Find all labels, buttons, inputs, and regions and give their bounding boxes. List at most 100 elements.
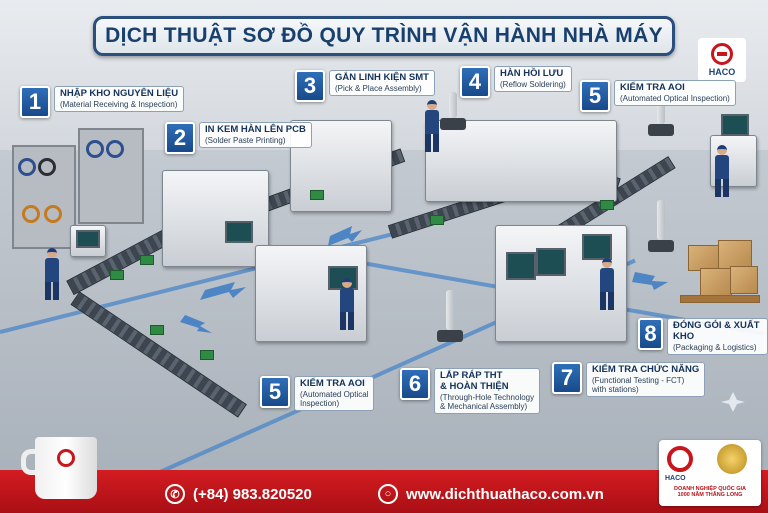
step-number: 6 xyxy=(400,368,430,400)
pcb-board xyxy=(200,350,214,360)
step-title: KIỂM TRA AOI xyxy=(620,82,685,93)
pcb-board xyxy=(110,270,124,280)
step-subtitle: (Pick & Place Assembly) xyxy=(335,83,422,93)
step-title: LẮP RÁP THT xyxy=(440,370,503,381)
step-8-label: 8 ĐÓNG GÓI & XUẤT KHO (Packaging & Logis… xyxy=(638,318,768,356)
step-number: 8 xyxy=(638,318,663,350)
component-reel-icon xyxy=(44,205,62,223)
step-text: GẮN LINH KIỆN SMT (Pick & Place Assembly… xyxy=(329,70,435,97)
globe-icon: ○ xyxy=(378,484,398,504)
page-title-text: DỊCH THUẬT SƠ ĐỒ QUY TRÌNH VẬN HÀNH NHÀ … xyxy=(105,24,663,47)
flow-arrow-icon xyxy=(200,282,246,300)
flow-arrow-icon xyxy=(632,272,668,290)
footer-phone[interactable]: ✆ (+84) 983.820520 xyxy=(165,484,312,504)
haco-logo-icon xyxy=(667,446,693,472)
reflow-oven xyxy=(425,120,617,202)
flow-arrow-icon xyxy=(328,226,362,246)
phone-number: (+84) 983.820520 xyxy=(193,485,312,503)
badge-brand: HACO xyxy=(665,475,686,482)
step-subtitle: (Solder Paste Printing) xyxy=(205,135,286,145)
robot-arm xyxy=(440,92,466,130)
step-2-label: 2 IN KEM HÀN LÊN PCB (Solder Paste Print… xyxy=(165,122,312,154)
step-number: 2 xyxy=(165,122,195,154)
step-title: HÀN HỒI LƯU xyxy=(500,68,564,79)
sparkle-icon xyxy=(721,392,745,412)
flow-arrow-icon xyxy=(180,315,212,333)
step-title: KIỂM TRA AOI xyxy=(300,378,365,389)
component-reel-icon xyxy=(86,140,104,158)
component-reel-icon xyxy=(106,140,124,158)
worker-figure xyxy=(45,248,59,300)
step-6-label: 6 LẮP RÁP THT & HOÀN THIỆN (Through-Hole… xyxy=(400,368,541,415)
page-title: DỊCH THUẬT SƠ ĐỒ QUY TRÌNH VẬN HÀNH NHÀ … xyxy=(93,16,675,56)
step-text: KIỂM TRA AOI (Automated Optical Inspecti… xyxy=(294,376,375,412)
step-subtitle: (Material Receiving & Inspection) xyxy=(60,99,178,109)
step-5-bottom-label: 5 KIỂM TRA AOI (Automated Optical Inspec… xyxy=(260,376,375,412)
step-title: GẮN LINH KIỆN SMT xyxy=(335,72,429,83)
medal-icon xyxy=(717,444,747,474)
phone-icon: ✆ xyxy=(165,484,185,504)
step-7-label: 7 KIỂM TRA CHỨC NĂNG (Functional Testing… xyxy=(552,362,706,398)
step-title: IN KEM HÀN LÊN PCB xyxy=(205,124,306,135)
haco-logo-icon xyxy=(57,449,75,467)
worker-figure xyxy=(715,145,729,197)
step-number: 3 xyxy=(295,70,325,102)
step-number: 1 xyxy=(20,86,50,118)
step-subtitle: (Functional Testing - FCT) xyxy=(592,375,685,385)
solder-paste-printer xyxy=(162,170,269,267)
cargo-box xyxy=(730,266,758,294)
worker-figure xyxy=(340,278,354,330)
footer-website[interactable]: ○ www.dichthuathaco.com.vn xyxy=(378,484,604,504)
badge-caption: DOANH NGHIỆP QUỐC GIA 1000 NĂM THĂNG LON… xyxy=(673,486,746,499)
step-title: NHẬP KHO NGUYÊN LIỆU xyxy=(60,88,179,99)
component-reel-icon xyxy=(38,158,56,176)
component-reel-icon xyxy=(18,158,36,176)
step-subtitle: (Through-Hole Technology xyxy=(440,392,535,402)
step-number: 4 xyxy=(460,66,490,98)
pcb-board xyxy=(430,215,444,225)
machine-screen xyxy=(506,252,536,280)
robot-arm xyxy=(648,200,674,252)
haco-logo: HACO xyxy=(698,38,746,82)
step-text: ĐÓNG GÓI & XUẤT KHO (Packaging & Logisti… xyxy=(666,318,768,356)
step-number: 7 xyxy=(552,362,582,394)
cargo-box xyxy=(700,268,732,296)
haco-mug-image xyxy=(21,437,97,499)
step-subtitle: (Automated Optical xyxy=(300,389,369,399)
website-url: www.dichthuathaco.com.vn xyxy=(406,485,604,503)
pcb-board xyxy=(150,325,164,335)
step-1-label: 1 NHẬP KHO NGUYÊN LIỆU (Material Receivi… xyxy=(20,86,185,118)
worker-figure xyxy=(425,100,439,152)
step-text: LẮP RÁP THT & HOÀN THIỆN (Through-Hole T… xyxy=(434,368,541,415)
cargo-box xyxy=(718,240,752,270)
machine-screen xyxy=(76,230,100,248)
step-subtitle: & Mechanical Assembly) xyxy=(440,402,528,412)
worker-figure xyxy=(600,258,614,310)
machine-screen xyxy=(582,234,612,260)
pcb-board xyxy=(600,200,614,210)
step-title: KIỂM TRA CHỨC NĂNG xyxy=(592,364,700,375)
pcb-board xyxy=(140,255,154,265)
step-number: 5 xyxy=(580,80,610,112)
step-text: KIỂM TRA CHỨC NĂNG (Functional Testing -… xyxy=(586,362,706,398)
machine-screen xyxy=(225,221,253,243)
step-title: ĐÓNG GÓI & XUẤT KHO xyxy=(672,320,760,342)
step-subtitle: with stations) xyxy=(592,385,639,395)
step-text: IN KEM HÀN LÊN PCB (Solder Paste Printin… xyxy=(199,122,312,149)
step-4-label: 4 HÀN HỒI LƯU (Reflow Soldering) xyxy=(460,66,572,98)
step-text: NHẬP KHO NGUYÊN LIỆU (Material Receiving… xyxy=(54,86,185,113)
robot-arm xyxy=(648,98,674,136)
step-text: KIỂM TRA AOI (Automated Optical Inspecti… xyxy=(614,80,736,107)
step-title: & HOÀN THIỆN xyxy=(440,380,509,392)
haco-logo-text: HACO xyxy=(708,67,736,77)
machine-screen xyxy=(536,248,566,276)
step-3-label: 3 GẮN LINH KIỆN SMT (Pick & Place Assemb… xyxy=(295,70,435,102)
haco-logo-icon xyxy=(711,43,733,65)
component-reel-icon xyxy=(22,205,40,223)
step-subtitle: (Automated Optical Inspection) xyxy=(620,93,730,103)
step-number: 5 xyxy=(260,376,290,408)
award-badge: HACO DOANH NGHIỆP QUỐC GIA 1000 NĂM THĂN… xyxy=(659,440,761,506)
step-subtitle: Inspection) xyxy=(300,399,340,409)
